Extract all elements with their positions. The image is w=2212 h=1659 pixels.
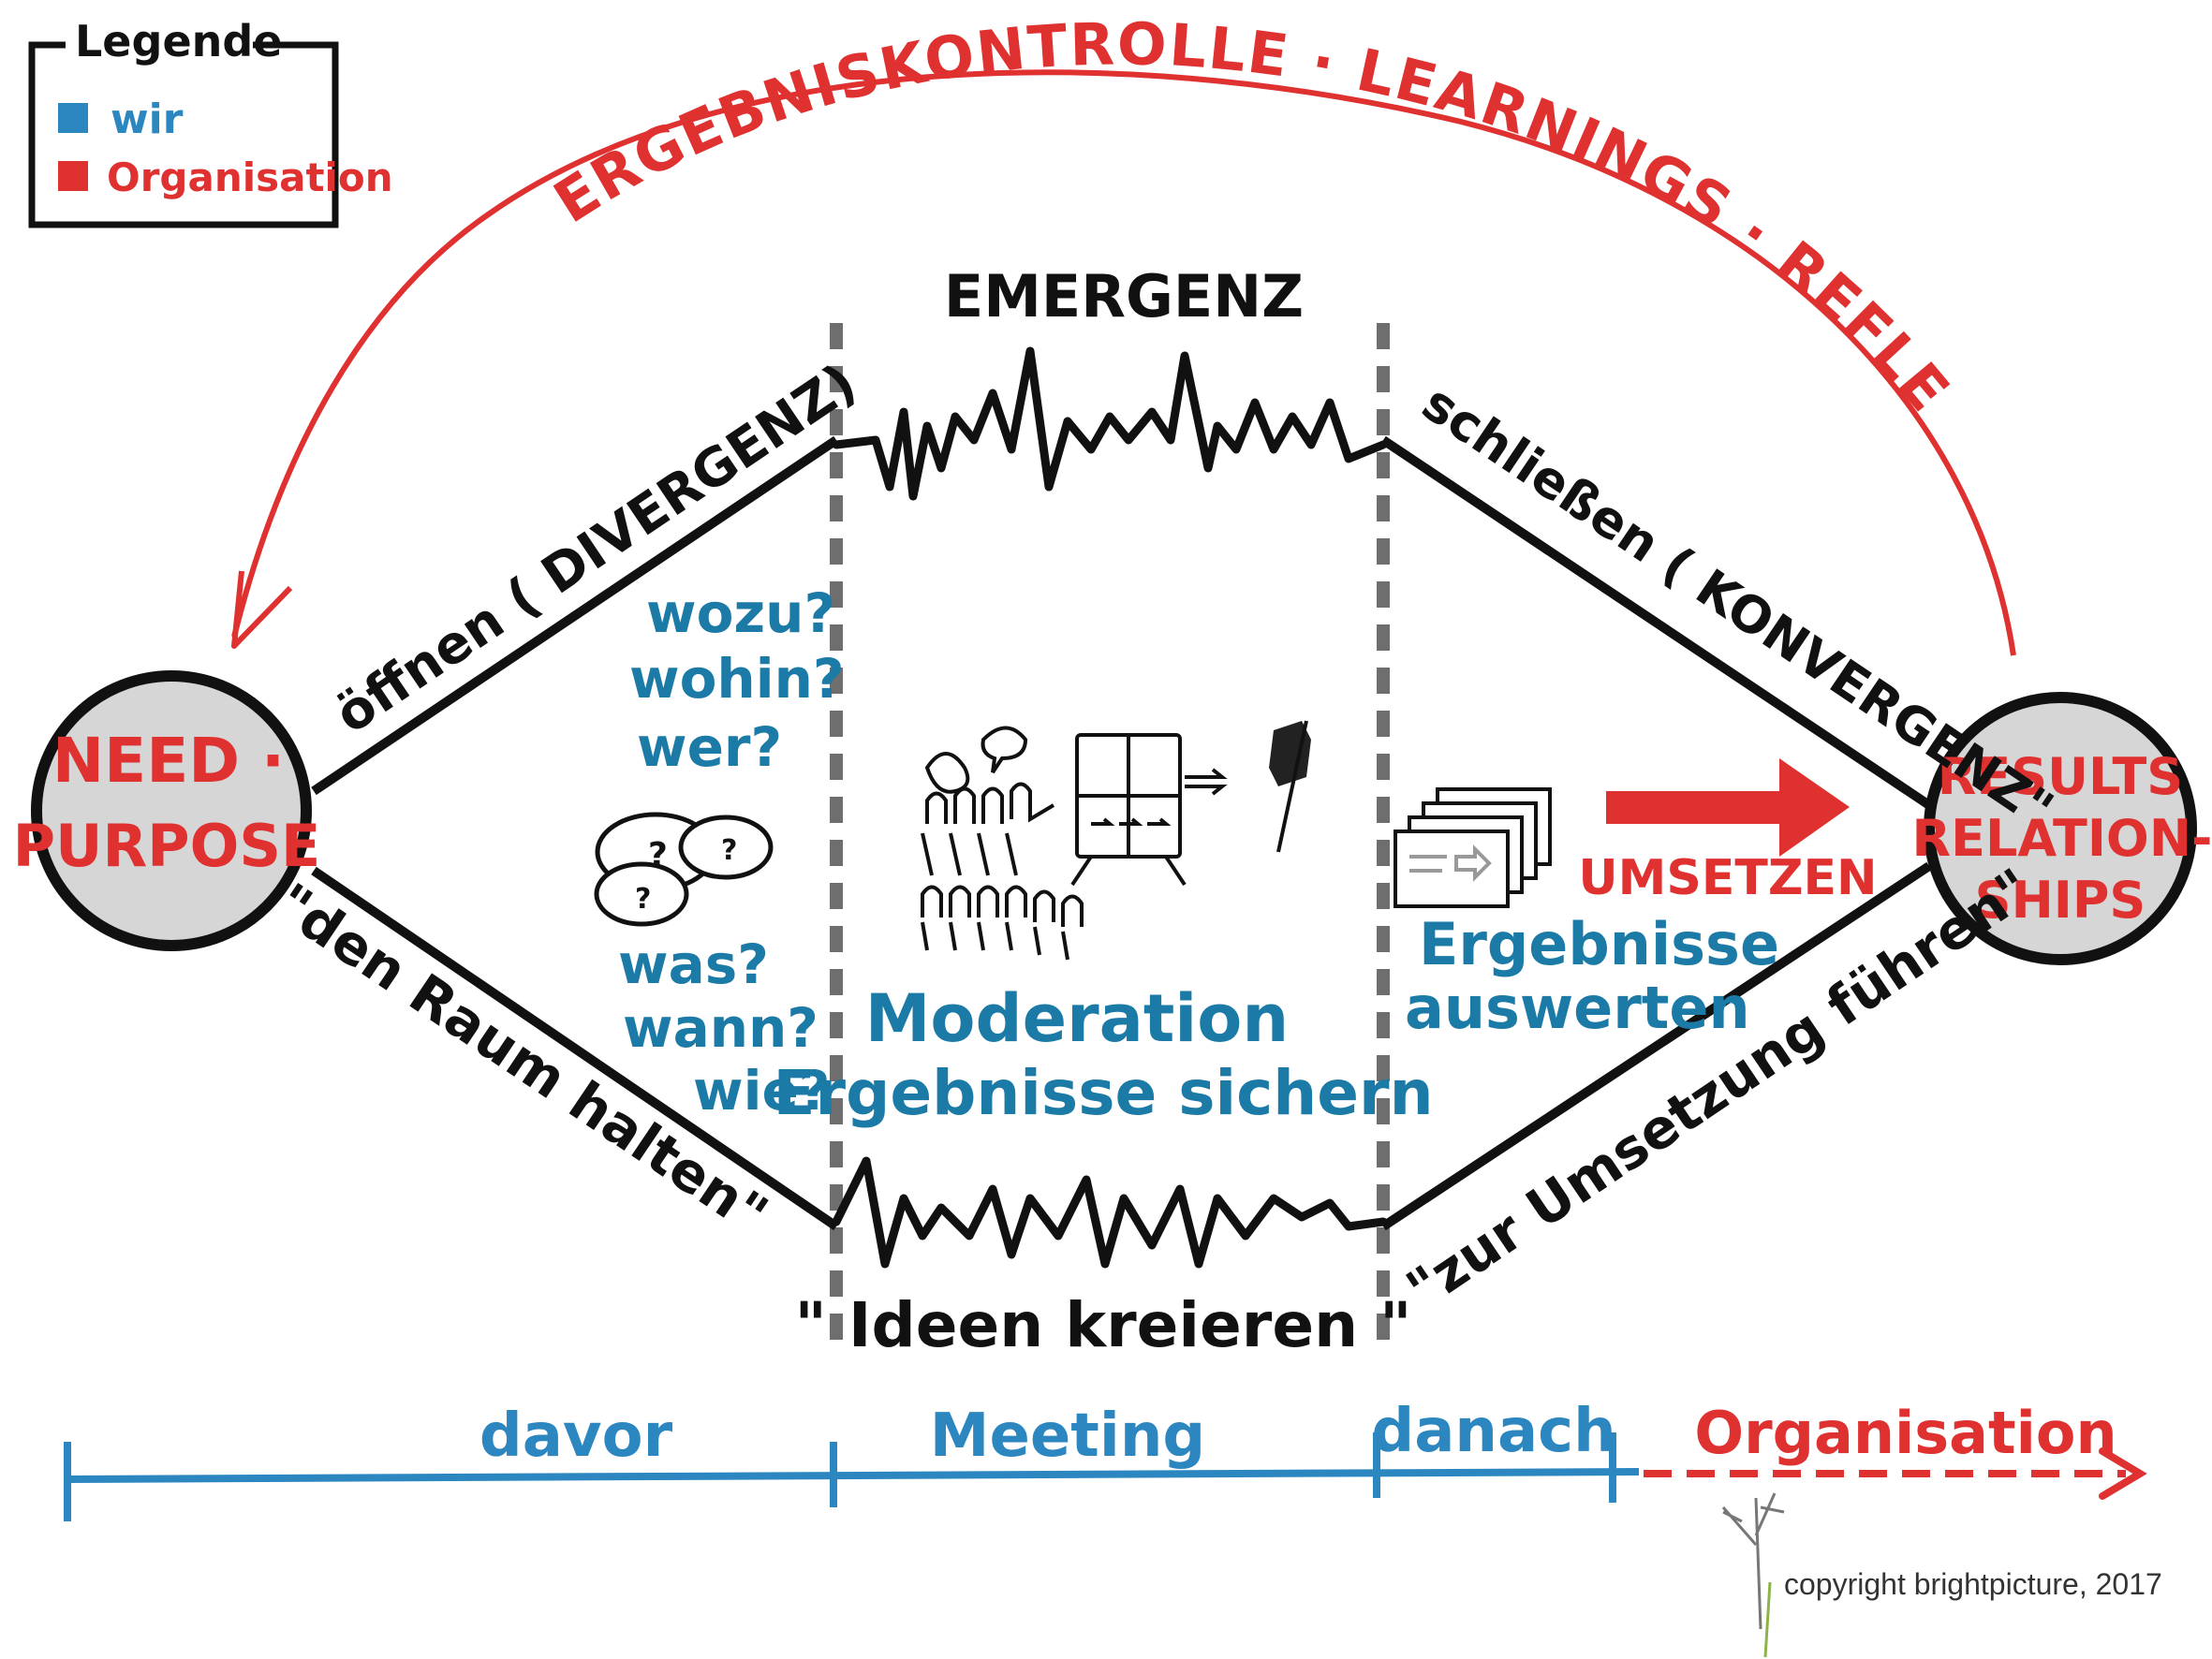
phase-davor: davor [479,1402,673,1471]
legend-title: Legende [75,16,283,66]
edge-lower-right [1380,861,1932,1231]
legend: Legende wir Organisation [28,16,393,228]
phase-organisation: Organisation [1694,1399,2116,1467]
edge-upper-right [1380,435,1932,810]
label-schliessen-konvergenz: schließen ( KONVERGENZ" [1412,374,2064,840]
node-results-line3: SHIPS [1975,871,2146,930]
feedback-arc-title-text: ERGEBNISKONTROLLE · LEARNINGS · REFLEKTI… [0,0,1964,425]
center-ideen-kreieren: " Ideen kreieren " [795,1289,1412,1361]
emergence-scribble-bottom [832,1156,1388,1269]
emergence-scribble-top [832,346,1388,501]
ergebnisse-label: Ergebnisse [1419,910,1779,978]
speech-bubbles-icon: ? ? ? [594,812,774,927]
legend-swatch-organisation [58,161,88,191]
node-results-line2: RELATION- [1912,809,2212,868]
node-need-purpose-line2: PURPOSE [13,812,321,880]
timeline-main [65,1468,1640,1483]
emergence-label: EMERGENZ [944,262,1304,330]
phase-danach: danach [1371,1397,1615,1466]
flag-icon [1269,720,1311,853]
feedback-arc-line [231,69,2016,656]
question-wohin: wohin? [629,647,845,711]
center-ergebnisse-sichern: Ergebnisse sichern [773,1057,1433,1129]
node-results-line1: RESULTS [1938,747,2183,806]
group-people-icon [921,726,1084,961]
legend-swatch-wir [58,103,88,133]
copyright-text: copyright brightpicture, 2017 [1784,1567,2162,1601]
timeline: davor Meeting danach Organisation [64,1397,2147,1521]
auswerten-label: auswerten [1405,974,1750,1042]
question-wann: wann? [623,996,818,1060]
timeline-arrow-head [2099,1447,2147,1500]
svg-text:?: ? [648,836,668,874]
legend-label-wir: wir [111,95,184,143]
questions-top: wozu? wohin? wer? [629,581,845,779]
question-wozu: wozu? [646,581,835,645]
node-results-circle [1924,692,2197,965]
node-need-purpose-line1: NEED · [52,725,285,797]
umsetzen-arrow [1606,758,1850,857]
questions-bottom: was? wann? wie? [618,932,830,1123]
feedback-arc-title: ERGEBNISKONTROLLE · LEARNINGS · REFLEKTI… [0,0,1964,425]
whiteboard-icon [1070,733,1228,887]
center-moderation: Moderation [865,980,1289,1057]
documents-icon [1394,787,1552,908]
edge-lower-left [311,866,839,1231]
diamond-edges [311,435,1932,1231]
svg-text:?: ? [721,834,737,867]
question-was: was? [618,932,769,996]
svg-text:?: ? [635,883,651,916]
node-need-purpose-circle [31,670,312,951]
node-results-relationships: RESULTS RELATION- SHIPS [1912,692,2212,965]
brightpicture-logo [1721,1492,1785,1658]
edge-upper-left [311,435,839,796]
node-need-purpose: NEED · PURPOSE [13,670,321,951]
feedback-arrow-head [231,570,293,649]
question-wie: wie? [693,1059,830,1123]
question-wer: wer? [637,715,782,779]
phase-meeting: Meeting [930,1402,1205,1471]
umsetzen-label: UMSETZEN [1578,850,1877,906]
legend-label-organisation: Organisation [107,154,393,200]
